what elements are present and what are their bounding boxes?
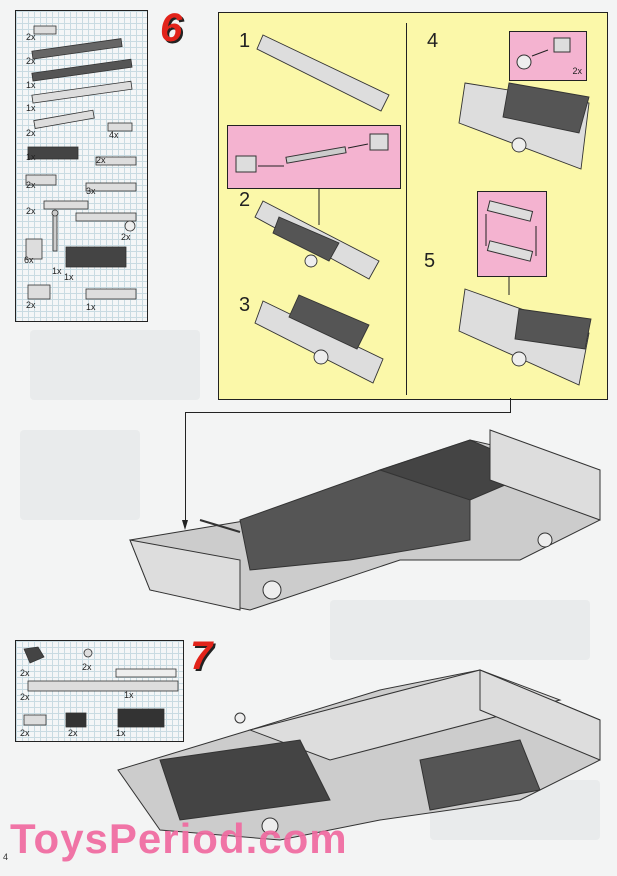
part-qty: 2x	[20, 692, 30, 702]
part-qty: 2x	[26, 128, 36, 138]
substep-number: 3	[239, 294, 251, 316]
part-qty: 2x	[82, 662, 92, 672]
substep5-callout	[477, 191, 547, 277]
panel-divider	[406, 23, 407, 395]
part-qty: 1x	[52, 266, 62, 276]
substep-number: 2	[239, 189, 251, 211]
part-qty: 1x	[26, 152, 36, 162]
part-qty: 2x	[26, 56, 36, 66]
parts-illustrations	[25, 25, 137, 300]
leader-line	[185, 412, 186, 520]
part-qty: 2x	[26, 300, 36, 310]
part-qty: 2x	[20, 728, 30, 738]
part-qty: 1x	[86, 302, 96, 312]
part-qty: 1x	[26, 103, 36, 113]
parts-illustrations	[23, 646, 179, 728]
step6-badge: 6	[160, 6, 183, 50]
part-qty: 2x	[96, 155, 106, 165]
page-number: 4	[3, 852, 9, 862]
part-qty: 6x	[24, 255, 34, 265]
substep-number: 4	[427, 30, 439, 52]
part-qty: 1x	[64, 272, 74, 282]
part-qty: 3x	[86, 186, 96, 196]
part-qty: 2x	[572, 66, 582, 76]
part-qty: 4x	[109, 130, 119, 140]
step6-parts-list: 2x 2x 1x 1x 2x 4x 1x 2x 2x 3x 2x 2x 6x 1…	[15, 10, 148, 322]
substep-number: 5	[424, 250, 436, 272]
part-qty: 2x	[20, 668, 30, 678]
part-qty: 1x	[116, 728, 126, 738]
part-qty: 1x	[26, 80, 36, 90]
substeps-panel: 1 2 3 4 5 2x	[218, 12, 608, 400]
part-qty: 2x	[68, 728, 78, 738]
part-qty: 2x	[26, 32, 36, 42]
substep-builds	[254, 34, 592, 386]
background-ghost-shape	[30, 330, 200, 400]
background-ghost-shape	[20, 430, 140, 520]
substep4-callout: 2x	[509, 31, 587, 81]
part-qty: 2x	[121, 232, 131, 242]
background-ghost-shape	[330, 600, 590, 660]
leader-line	[185, 412, 511, 413]
part-qty: 2x	[26, 206, 36, 216]
connector-illustration	[516, 37, 571, 70]
beam-illustration	[485, 200, 537, 262]
leader-line	[510, 398, 511, 413]
step7-badge: 7	[190, 634, 213, 678]
part-qty: 2x	[26, 180, 36, 190]
substep2-callout	[227, 125, 401, 189]
watermark: ToysPeriod.com	[10, 815, 348, 862]
step7-parts-list: 2x 2x 2x 1x 2x 2x 1x	[15, 640, 184, 742]
part-qty: 1x	[124, 690, 134, 700]
axle-illustration	[235, 133, 389, 173]
substep-number: 1	[239, 30, 251, 52]
